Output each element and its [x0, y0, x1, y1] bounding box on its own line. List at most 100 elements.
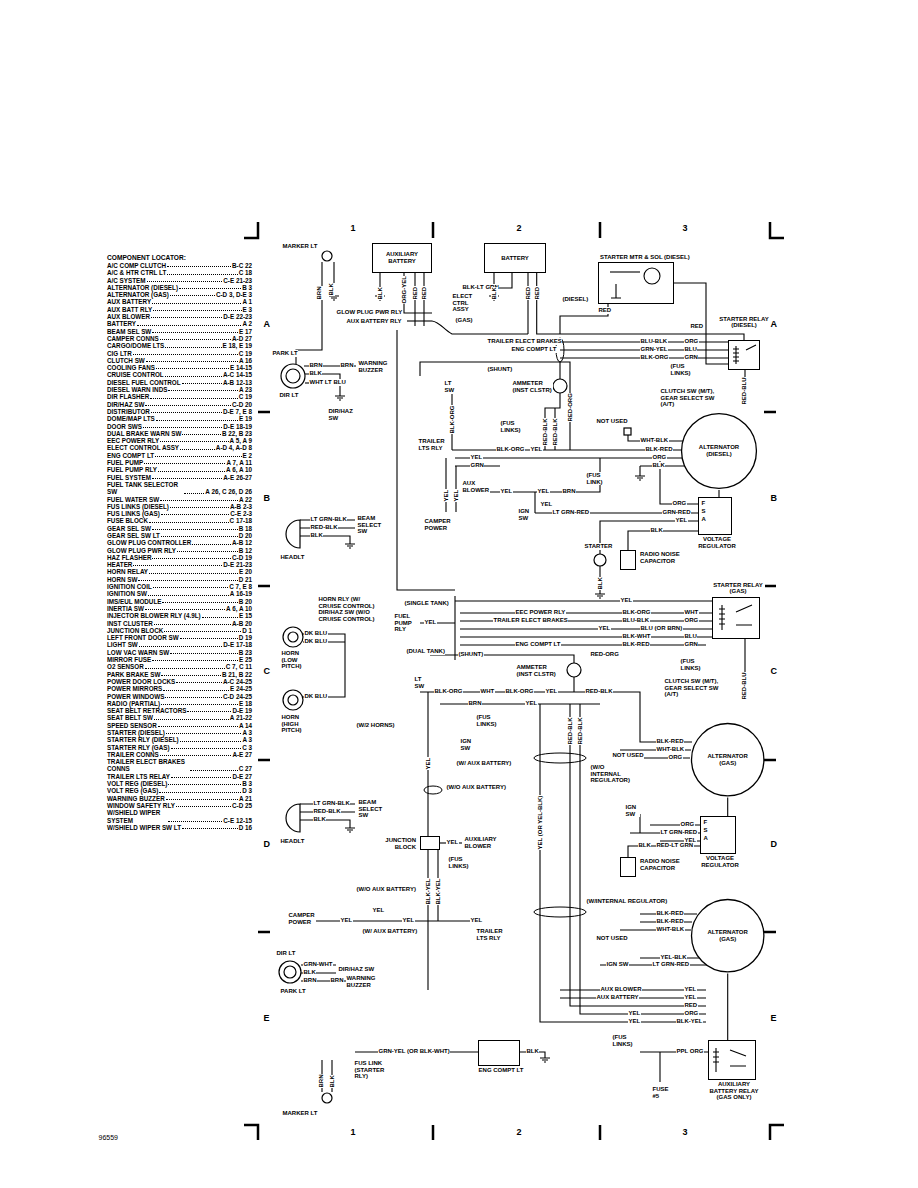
- locator-entry: FUEL PUMP: [107, 459, 143, 466]
- locator-row: O2 SENSORC 7, C 11: [107, 663, 252, 670]
- wire-label: YEL: [628, 1018, 641, 1025]
- component-label: AUXILIARY BATTERY RELAY (GAS ONLY): [705, 1081, 763, 1101]
- wire-label: PPL ORG: [676, 1048, 704, 1055]
- grid-reference: 1: [350, 224, 356, 234]
- wire-label: BLU-BLK: [622, 617, 650, 624]
- wire-label: (W/ AUX BATTERY): [456, 760, 512, 767]
- locator-entry: ELECT CONTROL ASSY: [107, 444, 179, 451]
- dot-leader: [152, 332, 238, 333]
- locator-entry: POWER DOOR LOCKS: [107, 678, 175, 685]
- dot-leader: [152, 558, 231, 559]
- locator-row: FUEL TANK SELECTOR SWA 26, C 26, D 26: [107, 481, 252, 496]
- dot-leader: [180, 638, 238, 639]
- dot-leader: [182, 828, 238, 829]
- wire-label: F: [703, 819, 708, 826]
- wire-label: PARK LT: [280, 988, 306, 995]
- dot-leader: [168, 390, 238, 391]
- locator-row: W/SHIELD WIPER SW LTD 16: [107, 824, 252, 831]
- wire-label: (DIESEL): [562, 296, 589, 303]
- wire-label: BLK: [328, 283, 335, 296]
- wire-label: (FUS LINKS): [500, 420, 529, 433]
- wire-label: GRN-WHT: [303, 961, 333, 968]
- circle-outline: [692, 900, 764, 972]
- grid-reference: C: [770, 667, 778, 677]
- dot-leader: [161, 675, 220, 676]
- wire-label: GRN-YEL (OR BLK-WHT): [378, 1048, 450, 1055]
- locator-ref: B 18: [239, 525, 252, 532]
- wire-label: AUX BATTERY: [596, 994, 639, 1001]
- locator-row: CLUTCH SWA 16: [107, 357, 252, 364]
- locator-entry: CIG LTR: [107, 350, 132, 357]
- dot-leader: [144, 463, 225, 464]
- component-label: STARTER RELAY (DIESEL): [717, 316, 771, 329]
- locator-ref: D 19: [239, 634, 252, 641]
- wire-label: FUSE #5: [652, 1086, 669, 1099]
- locator-ref: C-E 21-23: [223, 277, 252, 284]
- locator-ref: C-E 2-3: [230, 510, 252, 517]
- dot-leader: [155, 456, 241, 457]
- locator-row: AUX BATTERYA 1: [107, 298, 252, 305]
- dot-leader: [161, 514, 229, 515]
- wire-label: NOT USED: [596, 418, 628, 425]
- locator-entry: W/SHIELD WIPER SYSTEM: [107, 809, 167, 824]
- locator-row: BEAM SEL SWE 17: [107, 328, 252, 335]
- locator-ref: A 14: [239, 722, 252, 729]
- wire-label: YEL: [537, 488, 550, 495]
- wire-label: IGN SW: [625, 804, 640, 817]
- locator-entry: BEAM SEL SW: [107, 328, 151, 335]
- wire-label: F: [701, 500, 706, 507]
- circle-outline: [682, 414, 757, 489]
- wire-label: (FUS LINKS): [476, 714, 505, 727]
- grid-reference: 1: [350, 1128, 356, 1138]
- dot-leader: [179, 288, 241, 289]
- dot-leader: [139, 646, 223, 647]
- wire-label: YEL: [620, 597, 633, 604]
- locator-entry: VOLT REG (DIESEL): [107, 780, 167, 787]
- wire: [420, 692, 692, 742]
- dot-leader: [147, 281, 223, 282]
- wire: [540, 704, 706, 1022]
- wire-label: LT SW: [444, 380, 459, 393]
- locator-ref: A-B 12-13: [223, 379, 252, 386]
- locator-ref: A-E 26-27: [223, 474, 252, 481]
- locator-entry: DOME/MAP LTS: [107, 415, 155, 422]
- locator-row: CIG LTRC 19: [107, 350, 252, 357]
- ground-symbol: [635, 476, 645, 480]
- locator-ref: E 20: [239, 568, 252, 575]
- wire-label: DIR/HAZ SW: [338, 966, 375, 973]
- locator-entry: PARK BRAKE SW: [107, 671, 160, 678]
- dot-leader: [167, 274, 237, 275]
- dot-leader: [160, 441, 228, 442]
- wire-label: A: [701, 516, 706, 523]
- grid-reference: A: [263, 320, 271, 330]
- locator-row: BATTERYA 2: [107, 320, 252, 327]
- wire-label: BLK-RED: [645, 446, 673, 453]
- locator-row: ELECT CONTROL ASSY A-D 4, A-D 8: [107, 444, 252, 451]
- wire-label: HEADLT: [280, 838, 305, 845]
- dot-leader: [152, 478, 222, 479]
- locator-entry: LEFT FRONT DOOR SW: [107, 634, 179, 641]
- locator-row: HEATERD-E 21-23: [107, 561, 252, 568]
- dot-leader: [158, 471, 225, 472]
- locator-entry: WARNING BUZZER: [107, 795, 165, 802]
- grid-reference: D: [770, 840, 778, 850]
- relay-symbol: [733, 345, 756, 364]
- harness-oval: [534, 907, 586, 917]
- wire-label: S: [703, 827, 708, 834]
- component-box: STARTER RELAY (DIESEL): [728, 340, 760, 370]
- wire-label: RED: [690, 323, 704, 330]
- locator-row: VOLT REG (DIESEL)B 3: [107, 780, 252, 787]
- meter-symbol: [624, 428, 631, 435]
- locator-ref: D-E 27: [232, 773, 252, 780]
- grid-reference: B: [263, 494, 271, 504]
- locator-row: CRUISE CONTROLA-C 14-15: [107, 371, 252, 378]
- wire-label: YEL: [628, 1010, 641, 1017]
- wire-label: YEL: [598, 625, 611, 632]
- component-label: ALTERNATOR (GAS): [699, 929, 757, 942]
- dot-leader: [133, 565, 222, 566]
- wire-label: BLK-RED: [656, 738, 684, 745]
- locator-ref: A-D 4, A-D 8: [216, 444, 252, 451]
- wire-label: ORG: [684, 338, 699, 345]
- grid-reference: 2: [516, 1128, 522, 1138]
- locator-ref: A-C 24-25: [223, 678, 252, 685]
